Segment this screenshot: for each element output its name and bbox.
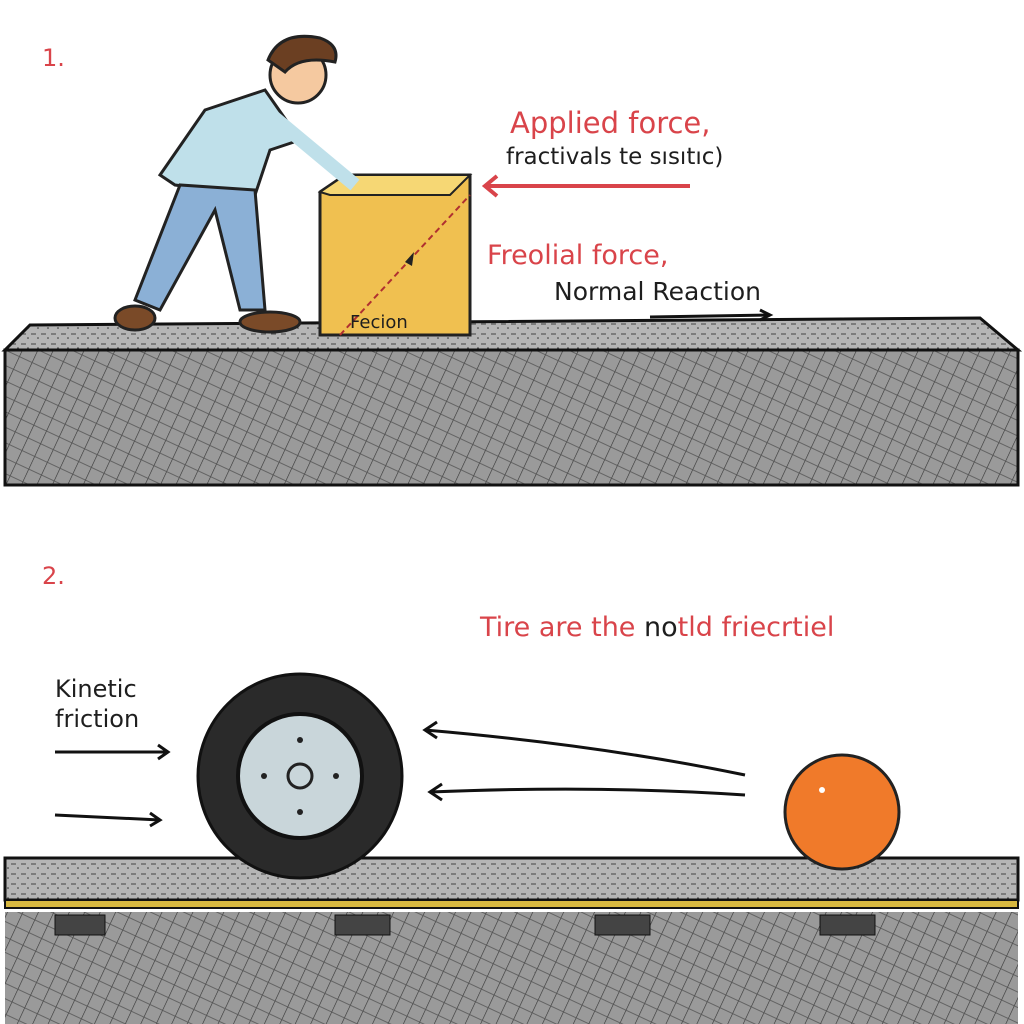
caption-part: no	[644, 612, 678, 643]
caption-part: tld friecrtiel	[677, 612, 835, 643]
person	[113, 34, 360, 334]
box-label: Fecion	[350, 312, 408, 333]
friction-force-label: Freolial force,	[487, 240, 669, 271]
motion-arrows	[54, 720, 746, 828]
kinetic-friction-line2: friction	[55, 705, 140, 733]
caption-part: Tire are the	[480, 612, 645, 643]
kinetic-friction-line1: Kinetic	[55, 675, 137, 703]
panel-number-2: 2.	[42, 562, 65, 590]
tire-caption: Tire are the notld friecrtiel	[480, 612, 834, 643]
applied-force-label: Applied force,	[510, 106, 711, 140]
box	[317, 173, 473, 337]
ground-slab-1	[1, 316, 1023, 487]
road	[3, 856, 1020, 1024]
normal-reaction-label: Normal Reaction	[554, 277, 761, 306]
panel-number-1: 1.	[42, 44, 65, 72]
tire	[196, 672, 404, 880]
normal-reaction-arrow	[649, 313, 771, 319]
ball	[783, 753, 901, 871]
applied-force-sublabel: fractivals te sısıtıc)	[506, 144, 724, 170]
